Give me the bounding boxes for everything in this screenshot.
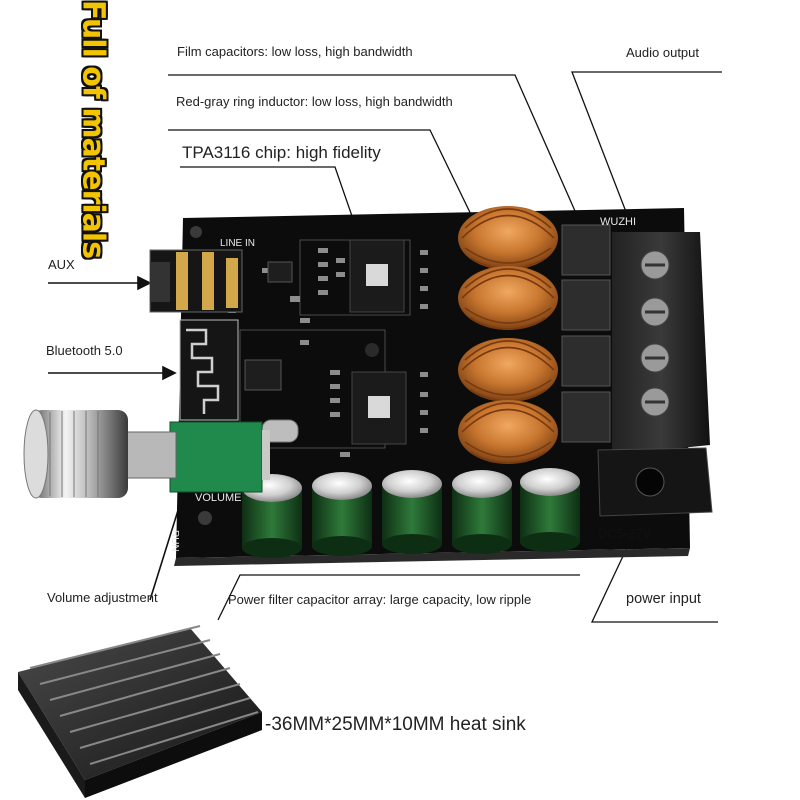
- aux-callout: AUX: [48, 257, 75, 272]
- bluetooth-arrow-icon: [162, 365, 177, 381]
- power-filter-line: [217, 574, 580, 621]
- volume-knob: [23, 409, 128, 499]
- run-label: RUN: [169, 530, 180, 552]
- volume-adjustment-callout: Volume adjustment: [47, 590, 158, 605]
- film-capacitors: [561, 224, 611, 443]
- dc-power-jack: [597, 447, 713, 517]
- aux-jack: [149, 249, 243, 313]
- dc-rating-label: DC5-27V: [598, 526, 652, 541]
- power-filter-callout: Power filter capacitor array: large capa…: [228, 592, 532, 607]
- volume-potentiometer: [119, 421, 270, 493]
- aux-arrow-icon: [137, 275, 152, 291]
- heat-sink-callout: -36MM*25MM*10MM heat sink: [265, 714, 526, 735]
- output-terminal-block: [612, 232, 710, 455]
- chip-callout: TPA3116 chip: high fidelity: [182, 143, 381, 162]
- brand-label: WUZHI: [600, 216, 637, 228]
- electrolytic-capacitors: [242, 468, 580, 558]
- line-in-label: LINE IN: [220, 238, 256, 249]
- audio-out-line: [571, 71, 722, 249]
- bluetooth-module: [179, 319, 239, 421]
- pcb-board: [23, 206, 713, 566]
- small-ic: [267, 261, 293, 283]
- power-input-callout: power input: [626, 591, 701, 607]
- film-capacitors-callout: Film capacitors: low loss, high bandwidt…: [177, 44, 413, 59]
- toroid-inductors: [458, 206, 558, 464]
- bluetooth-chip: [244, 359, 282, 391]
- callout-lines: [168, 71, 722, 623]
- bluetooth-callout: Bluetooth 5.0: [46, 343, 123, 358]
- film-cap-line: [168, 74, 591, 246]
- heat-sink: [18, 625, 262, 798]
- tpa3116-chip-top: [349, 239, 405, 313]
- audio-output-callout: Audio output: [626, 45, 700, 60]
- volume-label: VOLUME: [195, 492, 242, 504]
- inductor-callout: Red-gray ring inductor: low loss, high b…: [176, 94, 453, 109]
- tpa3116-chip-bottom: [351, 371, 407, 445]
